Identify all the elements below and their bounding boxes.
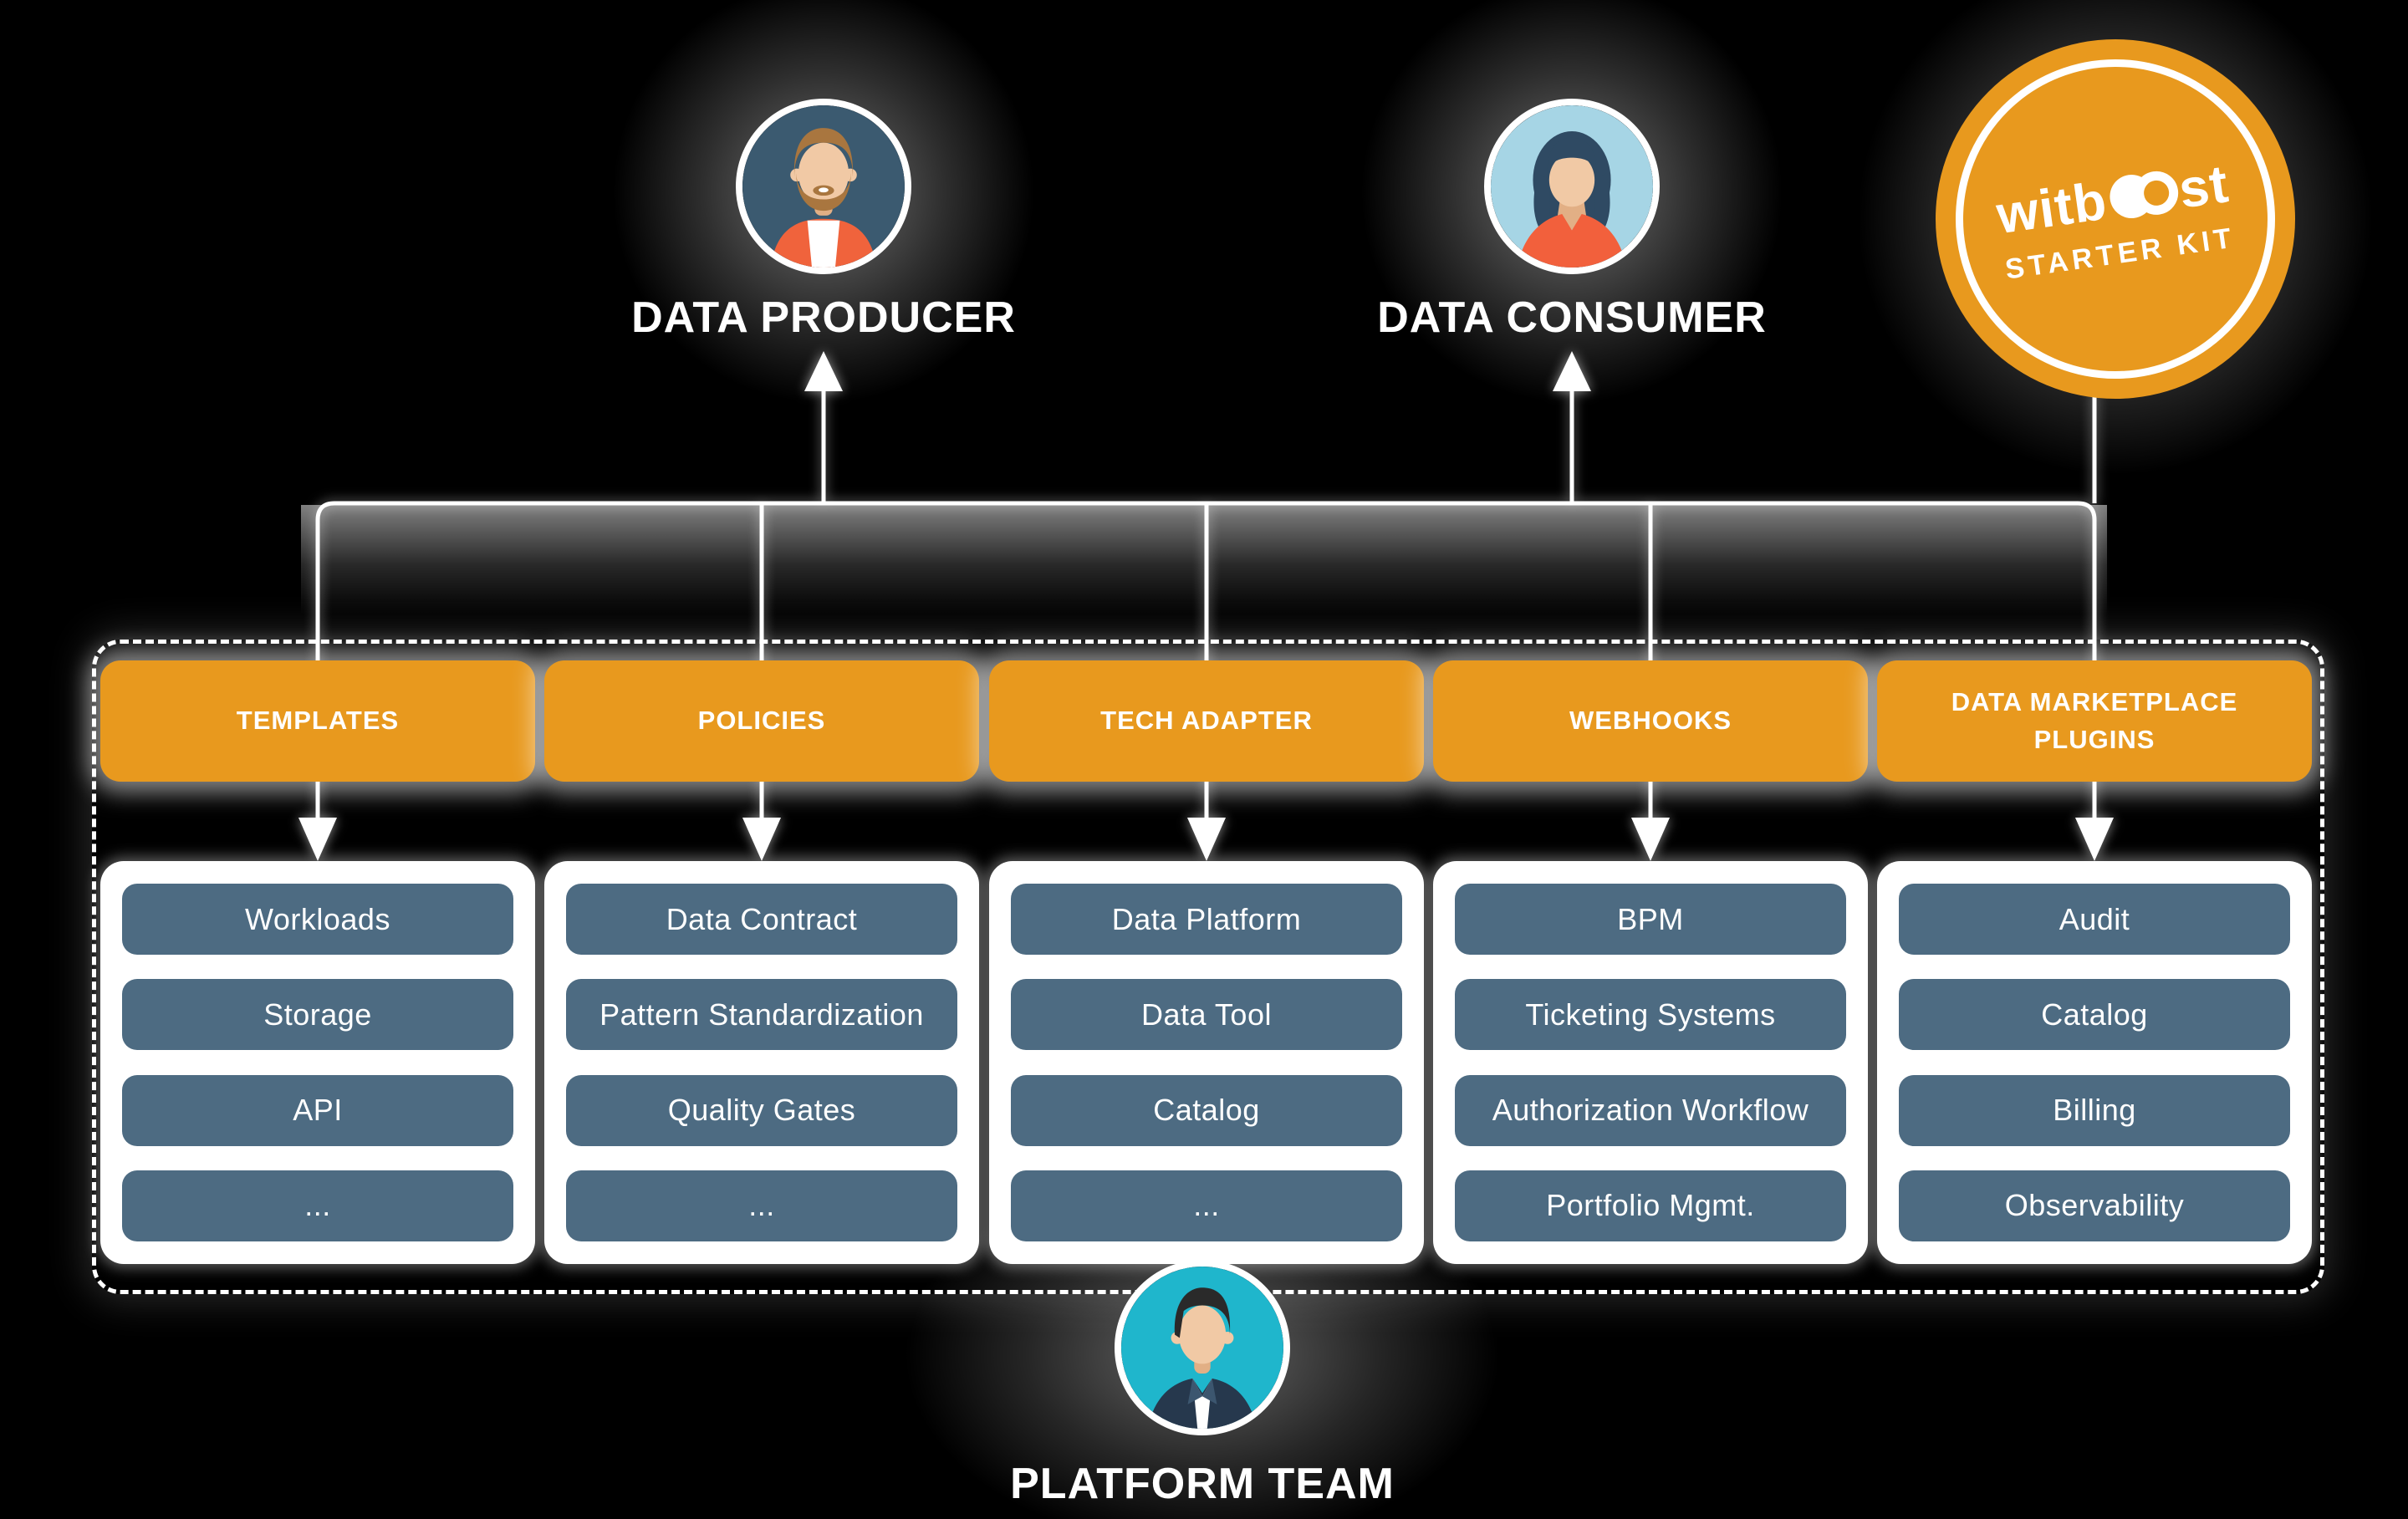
- item-pill-label: Data Tool: [1141, 997, 1272, 1032]
- item-pill: Workloads: [122, 884, 513, 955]
- column-header-tech-adapter: TECH ADAPTER: [989, 660, 1424, 782]
- item-pill: ...: [566, 1170, 957, 1241]
- item-pill: ...: [1011, 1170, 1402, 1241]
- item-pill-label: BPM: [1617, 901, 1684, 936]
- item-pill-label: Portfolio Mgmt.: [1546, 1188, 1755, 1223]
- item-pill-label: ...: [304, 1188, 331, 1223]
- consumer-avatar: [1484, 99, 1660, 274]
- producer-avatar-icon: [742, 105, 905, 268]
- arrowhead-up-producer: [804, 351, 843, 391]
- item-pill-label: Ticketing Systems: [1525, 997, 1776, 1032]
- item-pill: Storage: [122, 979, 513, 1051]
- item-pill: Data Platform: [1011, 884, 1402, 955]
- platform-team-avatar-icon: [1121, 1267, 1283, 1429]
- item-pill: BPM: [1455, 884, 1846, 955]
- item-pill-label: Workloads: [245, 901, 390, 936]
- column-header-label: POLICIES: [697, 706, 826, 736]
- item-pill-label: Pattern Standardization: [599, 997, 924, 1032]
- producer-label: DATA PRODUCER: [631, 293, 1016, 342]
- column-header-label: TEMPLATES: [236, 706, 400, 736]
- consumer-label: DATA CONSUMER: [1377, 293, 1767, 342]
- column-header-label: WEBHOOKS: [1569, 706, 1732, 736]
- column-header-policies: POLICIES: [544, 660, 979, 782]
- item-pill-label: Catalog: [2041, 997, 2148, 1032]
- item-pill-label: Storage: [263, 997, 372, 1032]
- arrowhead-up-consumer: [1553, 351, 1591, 391]
- item-pill: Observability: [1899, 1170, 2290, 1241]
- arrowhead-down-templates: [298, 818, 337, 861]
- item-pill-label: Observability: [2004, 1188, 2185, 1223]
- item-pill-label: Quality Gates: [667, 1093, 856, 1128]
- item-pill: Data Contract: [566, 884, 957, 955]
- item-pill-label: ...: [748, 1188, 775, 1223]
- platform-team-avatar: [1115, 1260, 1290, 1435]
- item-pill: ...: [122, 1170, 513, 1241]
- item-pill-label: Authorization Workflow: [1492, 1093, 1809, 1128]
- badge-ring: [1956, 59, 2275, 379]
- item-pill: Audit: [1899, 884, 2290, 955]
- item-pill: Billing: [1899, 1074, 2290, 1146]
- item-pill: Catalog: [1899, 979, 2290, 1051]
- column-header-label: TECH ADAPTER: [1100, 706, 1313, 736]
- item-pill-label: Audit: [2059, 901, 2130, 936]
- item-pill: Data Tool: [1011, 979, 1402, 1051]
- platform-team-label: PLATFORM TEAM: [1010, 1460, 1395, 1508]
- item-pill: Ticketing Systems: [1455, 979, 1846, 1051]
- arrowhead-down-data-marketplace: [2075, 818, 2114, 861]
- item-pill-label: Billing: [2053, 1093, 2136, 1128]
- item-pill: Catalog: [1011, 1074, 1402, 1146]
- producer-avatar: [736, 99, 911, 274]
- item-pill: Pattern Standardization: [566, 979, 957, 1051]
- consumer-avatar-icon: [1491, 105, 1653, 268]
- item-pill-label: API: [293, 1093, 343, 1128]
- item-pill-label: Data Contract: [666, 901, 858, 936]
- witboost-logo-text-pre: witb: [1992, 170, 2111, 245]
- column-header-data-marketplace-plugins: DATA MARKETPLACE PLUGINS: [1877, 660, 2312, 782]
- arrowhead-down-policies: [742, 818, 781, 861]
- item-pill-label: Data Platform: [1111, 901, 1302, 936]
- witboost-logo-text-post: st: [2175, 152, 2232, 220]
- item-pill: Portfolio Mgmt.: [1455, 1170, 1846, 1241]
- column-header-templates: TEMPLATES: [100, 660, 535, 782]
- item-pill: API: [122, 1074, 513, 1146]
- column-header-label: DATA MARKETPLACE PLUGINS: [1951, 686, 2238, 754]
- item-pill: Authorization Workflow: [1455, 1074, 1846, 1146]
- item-pill: Quality Gates: [566, 1074, 957, 1146]
- column-header-webhooks: WEBHOOKS: [1433, 660, 1868, 782]
- arrowhead-down-webhooks: [1631, 818, 1670, 861]
- arrowhead-down-tech-adapter: [1187, 818, 1226, 861]
- item-pill-label: ...: [1193, 1188, 1220, 1223]
- item-pill-label: Catalog: [1153, 1093, 1260, 1128]
